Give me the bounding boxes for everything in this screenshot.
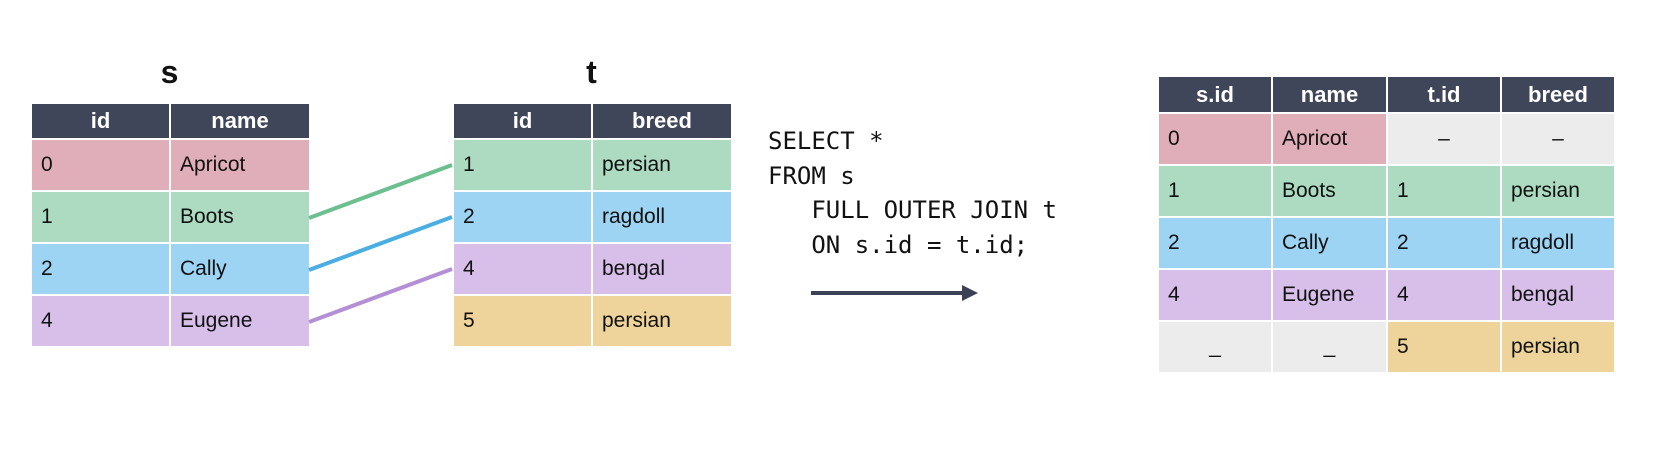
result-cell: persian <box>1500 164 1616 218</box>
sql-line: SELECT * <box>768 127 884 155</box>
table-s: id name 0 Apricot 1 Boots 2 Cally 4 Euge… <box>30 102 311 348</box>
result-cell: Apricot <box>1271 112 1388 166</box>
result-cell: 1 <box>1386 164 1502 218</box>
result-cell: 5 <box>1386 320 1502 374</box>
result-header-breed: breed <box>1500 75 1616 114</box>
result-cell: Boots <box>1271 164 1388 218</box>
arrow-right-icon <box>962 285 978 301</box>
result-cell: ragdoll <box>1500 216 1616 270</box>
table-s-cell: Apricot <box>169 138 311 192</box>
table-s-cell: Cally <box>169 242 311 296</box>
table-t: id breed 1 persian 2 ragdoll 4 bengal 5 … <box>452 102 733 348</box>
result-cell: 2 <box>1157 216 1273 270</box>
table-t-header-breed: breed <box>591 102 733 140</box>
result-cell: persian <box>1500 320 1616 374</box>
table-row: 1 persian <box>452 138 733 192</box>
table-row: 4 Eugene <box>30 294 311 348</box>
table-row: 0 Apricot <box>30 138 311 192</box>
sql-line: FULL OUTER JOIN t <box>768 196 1057 224</box>
link-line-4 <box>308 267 453 324</box>
table-s-cell: 4 <box>30 294 171 348</box>
sql-line: ON s.id = t.id; <box>768 230 1029 259</box>
sql-query: SELECT * FROM s FULL OUTER JOIN t ON s.i… <box>768 124 1057 262</box>
table-t-cell: 4 <box>452 242 593 296</box>
table-row: 4 Eugene 4 bengal <box>1157 268 1616 322</box>
result-cell: bengal <box>1500 268 1616 322</box>
table-row: _ _ 5 persian <box>1157 320 1616 374</box>
table-t-header-id: id <box>452 102 593 140</box>
result-cell: Eugene <box>1271 268 1388 322</box>
table-t-cell: 5 <box>452 294 593 348</box>
table-t-cell: persian <box>591 138 733 192</box>
result-cell-null: _ <box>1271 320 1388 374</box>
result-cell: 2 <box>1386 216 1502 270</box>
table-s-title: s <box>160 54 179 90</box>
result-cell: 4 <box>1157 268 1273 322</box>
table-row: 5 persian <box>452 294 733 348</box>
result-table: s.id name t.id breed 0 Apricot – – 1 Boo… <box>1157 75 1616 374</box>
table-t-cell: ragdoll <box>591 190 733 244</box>
table-s-cell: 1 <box>30 190 171 244</box>
result-header-s-id: s.id <box>1157 75 1273 114</box>
table-row: 2 ragdoll <box>452 190 733 244</box>
result-header-t-id: t.id <box>1386 75 1502 114</box>
link-line-1 <box>308 163 453 220</box>
table-s-cell: Boots <box>169 190 311 244</box>
link-line-2 <box>308 215 453 272</box>
table-s-cell: 0 <box>30 138 171 192</box>
table-t-cell: 1 <box>452 138 593 192</box>
table-row: 2 Cally 2 ragdoll <box>1157 216 1616 270</box>
table-row: 1 Boots 1 persian <box>1157 164 1616 218</box>
table-t-cell: bengal <box>591 242 733 296</box>
result-cell-null: – <box>1500 112 1616 166</box>
table-row: 4 bengal <box>452 242 733 296</box>
table-row: 1 Boots <box>30 190 311 244</box>
result-header-name: name <box>1271 75 1388 114</box>
result-cell: 1 <box>1157 164 1273 218</box>
table-s-header-name: name <box>169 102 311 140</box>
result-cell: Cally <box>1271 216 1388 270</box>
result-cell-null: _ <box>1157 320 1273 374</box>
table-s-cell: 2 <box>30 242 171 296</box>
result-cell: 0 <box>1157 112 1273 166</box>
result-cell: 4 <box>1386 268 1502 322</box>
result-cell-null: – <box>1386 112 1502 166</box>
table-row: 2 Cally <box>30 242 311 296</box>
table-row: 0 Apricot – – <box>1157 112 1616 166</box>
table-s-header-id: id <box>30 102 171 140</box>
table-t-cell: 2 <box>452 190 593 244</box>
table-t-cell: persian <box>591 294 733 348</box>
table-s-cell: Eugene <box>169 294 311 348</box>
table-t-title: t <box>586 54 597 90</box>
sql-line: FROM s <box>768 161 855 190</box>
